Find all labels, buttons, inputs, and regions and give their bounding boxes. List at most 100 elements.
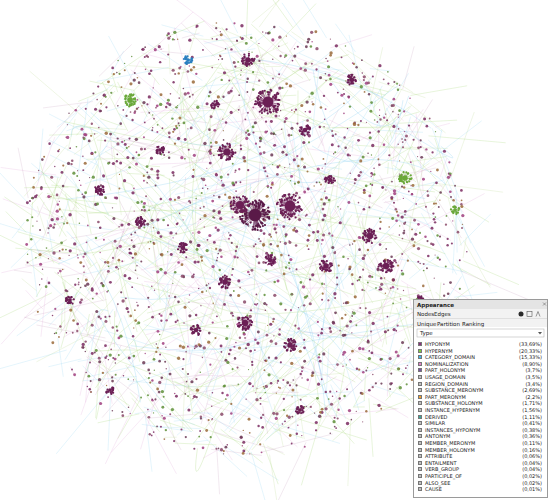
graph-edge bbox=[38, 194, 67, 236]
graph-node bbox=[146, 182, 148, 184]
graph-node bbox=[329, 330, 332, 333]
graph-node bbox=[94, 108, 97, 111]
graph-edge bbox=[284, 150, 351, 191]
graph-node bbox=[123, 375, 125, 377]
graph-node bbox=[157, 231, 160, 234]
graph-node bbox=[272, 164, 273, 165]
graph-edge bbox=[162, 51, 191, 54]
graph-edge bbox=[129, 66, 187, 70]
graph-node bbox=[229, 234, 231, 236]
graph-node bbox=[131, 119, 133, 121]
graph-edge bbox=[363, 275, 369, 345]
graph-node bbox=[143, 180, 145, 182]
graph-edge bbox=[132, 398, 160, 431]
graph-node bbox=[245, 42, 248, 45]
graph-node bbox=[104, 344, 107, 347]
graph-node bbox=[320, 332, 323, 335]
graph-node bbox=[377, 130, 379, 132]
graph-node bbox=[82, 343, 85, 346]
graph-node bbox=[308, 141, 310, 143]
graph-node bbox=[323, 158, 325, 160]
graph-edge bbox=[402, 195, 443, 222]
graph-node bbox=[213, 155, 215, 157]
graph-node bbox=[121, 299, 124, 302]
graph-edge bbox=[130, 392, 139, 401]
graph-edge bbox=[113, 149, 121, 215]
graph-node bbox=[244, 118, 246, 120]
graph-node bbox=[372, 374, 374, 376]
graph-node bbox=[410, 185, 411, 186]
graph-edge bbox=[219, 0, 238, 33]
graph-node bbox=[425, 148, 427, 150]
graph-node bbox=[401, 138, 403, 140]
graph-node bbox=[332, 134, 335, 137]
graph-node bbox=[208, 419, 210, 421]
graph-node bbox=[85, 372, 86, 373]
graph-node bbox=[299, 67, 302, 70]
graph-node bbox=[217, 95, 220, 98]
graph-node bbox=[395, 351, 398, 354]
graph-node bbox=[102, 372, 104, 374]
graph-node bbox=[190, 126, 193, 129]
graph-edge bbox=[167, 21, 205, 37]
graph-edge bbox=[336, 134, 360, 142]
graph-node bbox=[129, 82, 132, 85]
graph-edge bbox=[408, 102, 445, 132]
graph-edge bbox=[148, 166, 161, 167]
graph-node bbox=[439, 199, 440, 200]
graph-node bbox=[303, 360, 306, 363]
graph-node bbox=[304, 446, 306, 448]
graph-edge bbox=[280, 36, 310, 81]
graph-node bbox=[398, 368, 399, 369]
graph-node bbox=[237, 61, 239, 63]
graph-node bbox=[370, 172, 372, 174]
graph-edge bbox=[329, 104, 342, 112]
graph-edge bbox=[454, 211, 484, 266]
graph-node bbox=[78, 284, 80, 286]
graph-node bbox=[339, 221, 342, 224]
graph-node bbox=[401, 215, 404, 218]
graph-node bbox=[154, 48, 157, 51]
graph-node bbox=[160, 198, 162, 200]
graph-node bbox=[250, 37, 252, 39]
graph-node bbox=[320, 184, 322, 186]
graph-node bbox=[172, 81, 174, 83]
graph-node bbox=[282, 379, 284, 381]
graph-edge bbox=[435, 123, 450, 127]
graph-node bbox=[379, 243, 382, 246]
graph-node bbox=[314, 30, 317, 33]
graph-edge bbox=[295, 387, 297, 440]
graph-node bbox=[126, 156, 129, 159]
graph-node bbox=[140, 397, 142, 399]
graph-node bbox=[151, 129, 153, 131]
graph-node bbox=[193, 154, 196, 157]
graph-node bbox=[170, 36, 172, 38]
graph-node bbox=[228, 353, 230, 355]
graph-node bbox=[56, 217, 59, 220]
graph-node bbox=[289, 163, 290, 164]
graph-edge bbox=[246, 242, 262, 257]
graph-node bbox=[54, 308, 56, 310]
graph-node bbox=[137, 321, 140, 324]
graph-node bbox=[328, 232, 330, 234]
graph-node bbox=[380, 382, 382, 384]
graph-node bbox=[100, 282, 102, 284]
graph-node bbox=[112, 257, 114, 259]
graph-node bbox=[305, 111, 306, 112]
graph-node bbox=[329, 327, 332, 330]
graph-node bbox=[42, 269, 43, 270]
graph-edge bbox=[308, 234, 327, 365]
graph-edge bbox=[104, 216, 113, 224]
graph-node bbox=[192, 169, 194, 171]
graph-node bbox=[321, 243, 322, 244]
graph-node bbox=[117, 137, 119, 139]
graph-node bbox=[213, 129, 216, 132]
graph-edge bbox=[51, 221, 112, 230]
graph-node bbox=[127, 223, 130, 226]
graph-node bbox=[221, 58, 223, 60]
graph-node bbox=[288, 254, 290, 256]
graph-node bbox=[191, 275, 194, 278]
graph-node bbox=[76, 175, 78, 177]
graph-edge bbox=[314, 125, 323, 146]
graph-edge bbox=[451, 112, 474, 177]
